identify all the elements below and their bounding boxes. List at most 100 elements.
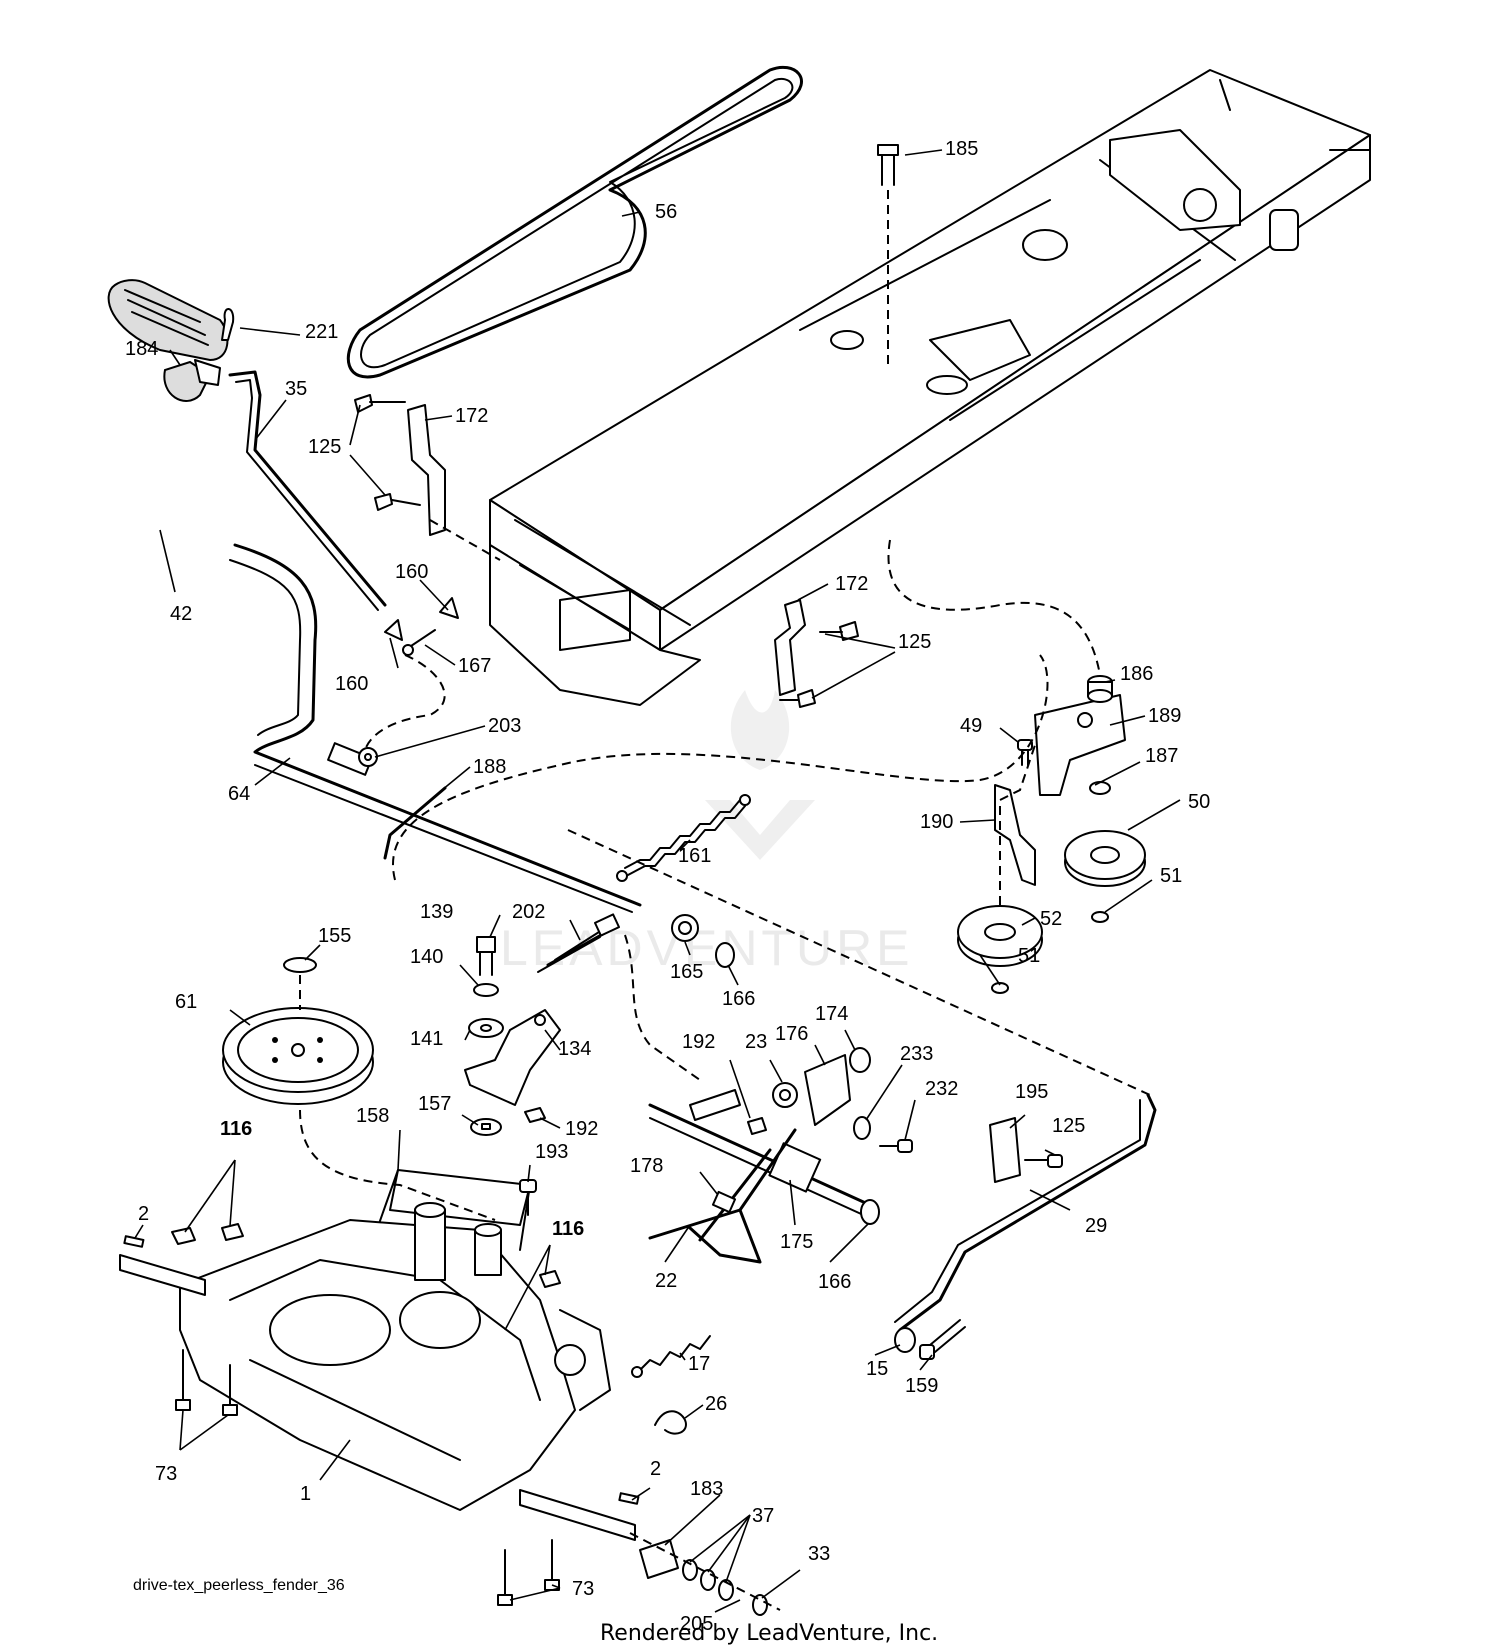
callout-172-b: 172 <box>835 573 868 595</box>
bolt-49 <box>1017 739 1033 766</box>
callout-192-b: 192 <box>565 1118 598 1140</box>
link-188 <box>383 786 447 860</box>
spacer-186 <box>1087 675 1113 703</box>
bolt-73-d <box>544 1539 560 1591</box>
nut-116-c <box>539 1270 561 1288</box>
callout-155: 155 <box>318 925 351 947</box>
idler-pulley-50 <box>1064 830 1146 887</box>
callout-175: 175 <box>780 1231 813 1253</box>
bolt-125-e <box>1024 1154 1063 1168</box>
watermark-text: LEADVENTURE <box>500 920 914 976</box>
nut-116-b <box>221 1223 244 1241</box>
diagram-id: drive-tex_peerless_fender_36 <box>133 1577 345 1594</box>
callout-166-a: 166 <box>722 988 755 1010</box>
spring-17 <box>631 1335 711 1378</box>
callout-1: 1 <box>300 1483 311 1505</box>
washer-15 <box>894 1327 916 1353</box>
callout-157: 157 <box>418 1093 451 1115</box>
callout-158: 158 <box>356 1105 389 1127</box>
bolt-125-b <box>374 493 421 511</box>
callout-51-b: 51 <box>1018 945 1040 967</box>
bracket-190 <box>994 784 1036 886</box>
bracket-172-lower <box>774 599 806 696</box>
callout-190: 190 <box>920 811 953 833</box>
callout-205: 205 <box>680 1613 713 1635</box>
transaxle-1 <box>179 1202 611 1511</box>
callout-23: 23 <box>745 1031 767 1053</box>
bolt-193 <box>519 1179 537 1216</box>
callout-167: 167 <box>458 655 491 677</box>
callout-189: 189 <box>1148 705 1181 727</box>
brake-rod-35 <box>228 370 387 611</box>
bolt-159 <box>919 1319 966 1360</box>
callout-56: 56 <box>655 201 677 223</box>
callout-64: 64 <box>228 783 250 805</box>
idler-pulley-52 <box>957 905 1043 967</box>
callout-50: 50 <box>1188 791 1210 813</box>
callout-221: 221 <box>305 321 338 343</box>
callout-161: 161 <box>678 845 711 867</box>
callout-185: 185 <box>945 138 978 160</box>
callout-141: 141 <box>410 1028 443 1050</box>
bolt-125-a <box>354 394 406 413</box>
bolt-139 <box>476 936 496 976</box>
callout-166-b: 166 <box>818 1271 851 1293</box>
callout-193: 193 <box>535 1141 568 1163</box>
callout-17: 17 <box>688 1353 710 1375</box>
washer-141 <box>468 1018 504 1038</box>
clip-160-a <box>439 597 459 619</box>
callout-202: 202 <box>512 901 545 923</box>
washer-140 <box>473 983 499 997</box>
spacer-183 <box>639 1539 679 1579</box>
bolt-232 <box>879 1139 913 1153</box>
washers-37 <box>682 1559 734 1601</box>
drive-belt <box>346 65 803 379</box>
callout-125-a: 125 <box>308 436 341 458</box>
callout-2-a: 2 <box>138 1203 149 1225</box>
callout-29: 29 <box>1085 1215 1107 1237</box>
bracket-202-arm <box>689 1089 741 1121</box>
lever-22 <box>648 1128 797 1264</box>
callout-160-a: 160 <box>395 561 428 583</box>
callout-203: 203 <box>488 715 521 737</box>
spring-161 <box>616 794 751 882</box>
callout-183: 183 <box>690 1478 723 1500</box>
rod-29 <box>894 1093 1157 1332</box>
callout-73-a: 73 <box>155 1463 177 1485</box>
clip-221 <box>221 308 235 341</box>
callout-52: 52 <box>1040 908 1062 930</box>
callout-2-b: 2 <box>650 1458 661 1480</box>
bolt-185 <box>877 144 899 365</box>
callout-139: 139 <box>420 901 453 923</box>
callout-159: 159 <box>905 1375 938 1397</box>
callout-165: 165 <box>670 961 703 983</box>
bolt-73-b <box>222 1364 238 1416</box>
axle-right <box>519 1489 636 1541</box>
nut-51-a <box>1091 911 1109 923</box>
link-167 <box>402 629 436 656</box>
callout-15: 15 <box>866 1358 888 1380</box>
leader-lines <box>134 149 1181 1613</box>
callout-26: 26 <box>705 1393 727 1415</box>
frame-assembly <box>489 69 1371 706</box>
callout-125-b: 125 <box>898 631 931 653</box>
bushing-165 <box>671 914 699 942</box>
callout-188: 188 <box>473 756 506 778</box>
callout-42: 42 <box>170 603 192 625</box>
callout-186: 186 <box>1120 663 1153 685</box>
callout-116-b: 116 <box>552 1218 584 1240</box>
bushing-23 <box>772 1082 798 1108</box>
washer-203 <box>358 747 378 767</box>
lever-shaft-175 <box>648 1103 872 1219</box>
callout-73-b: 73 <box>572 1578 594 1600</box>
callout-33: 33 <box>808 1543 830 1565</box>
nut-192-b <box>524 1107 546 1123</box>
shaft-202 <box>537 913 621 973</box>
callout-184: 184 <box>125 338 158 360</box>
bolt-125-c <box>819 621 859 641</box>
callout-37: 37 <box>752 1505 774 1527</box>
callout-labels: 56 185 221 184 35 125 172 42 160 160 167… <box>125 138 1210 1635</box>
washer-157 <box>470 1118 502 1136</box>
key-2-b <box>618 1492 640 1505</box>
spring-26 <box>654 1410 687 1435</box>
